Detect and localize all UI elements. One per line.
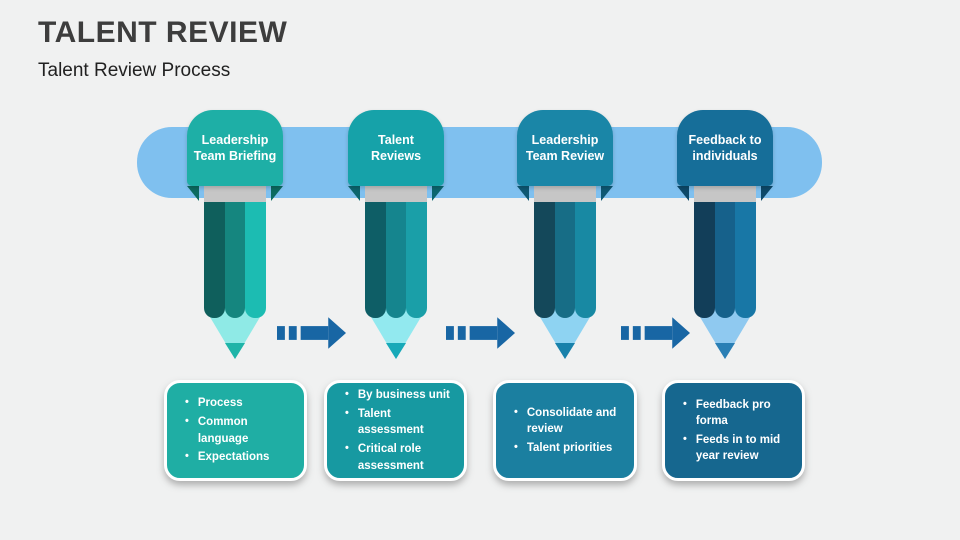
arrow-icon bbox=[621, 317, 690, 349]
step-detail-card: •By business unit •Talent assessment •Cr… bbox=[324, 380, 467, 481]
bullet-dot-icon: • bbox=[345, 442, 349, 455]
pencil-stripe bbox=[406, 202, 428, 318]
bullet-list: •Consolidate and review •Talent prioriti… bbox=[496, 398, 634, 462]
pencil-stripe bbox=[694, 202, 715, 318]
bullet-list: •Process •Common language •Expectations bbox=[167, 389, 304, 472]
pencil-stripe bbox=[224, 202, 246, 318]
bullet-list: •By business unit •Talent assessment •Cr… bbox=[327, 381, 464, 481]
pencil-stripe bbox=[385, 202, 407, 318]
pencil-stripe bbox=[245, 202, 267, 318]
arrow-icon bbox=[446, 317, 515, 349]
bullet-dot-icon: • bbox=[683, 397, 687, 410]
bullet-item: •Common language bbox=[185, 414, 298, 447]
bullet-item: •Feeds in to mid year review bbox=[683, 432, 796, 465]
bullet-dot-icon: • bbox=[185, 415, 189, 428]
pencil-graphic: Talent Reviews bbox=[348, 110, 444, 360]
pencil-ferrule bbox=[534, 186, 596, 202]
pencil-ferrule bbox=[694, 186, 756, 202]
pencil-body bbox=[534, 202, 597, 318]
cap-notch-right bbox=[761, 186, 773, 201]
bullet-item: •Consolidate and review bbox=[514, 405, 628, 438]
bullet-dot-icon: • bbox=[514, 440, 518, 453]
cap-notch-left bbox=[677, 186, 689, 201]
bullet-dot-icon: • bbox=[345, 407, 349, 420]
pencil-ferrule bbox=[204, 186, 266, 202]
bullet-dot-icon: • bbox=[185, 396, 189, 409]
pencil-body bbox=[365, 202, 428, 318]
pencil-ferrule bbox=[365, 186, 427, 202]
pencil-graphic: Leadership Team Briefing bbox=[187, 110, 283, 360]
bullet-item: •Critical role assessment bbox=[345, 441, 458, 474]
pencil-body bbox=[694, 202, 757, 318]
pencil-stripe bbox=[534, 202, 555, 318]
page-title: TALENT REVIEW bbox=[38, 16, 288, 49]
step-detail-card: •Consolidate and review •Talent prioriti… bbox=[493, 380, 637, 481]
bullet-item: •Talent priorities bbox=[514, 440, 628, 456]
step-label: Talent Reviews bbox=[348, 110, 444, 186]
page-subtitle: Talent Review Process bbox=[38, 60, 231, 81]
bullet-item: •Talent assessment bbox=[345, 406, 458, 439]
bullet-dot-icon: • bbox=[683, 432, 687, 445]
bullet-item: •Feedback pro forma bbox=[683, 397, 796, 430]
pencil-stripe bbox=[554, 202, 576, 318]
pencil-stripe bbox=[204, 202, 225, 318]
step-label: Leadership Team Review bbox=[517, 110, 613, 186]
bullet-dot-icon: • bbox=[345, 388, 349, 401]
pencil-body bbox=[204, 202, 267, 318]
bullet-dot-icon: • bbox=[185, 450, 189, 463]
bullet-item: •By business unit bbox=[345, 387, 458, 403]
bullet-item: •Expectations bbox=[185, 449, 298, 465]
step-detail-card: •Feedback pro forma •Feeds in to mid yea… bbox=[662, 380, 805, 481]
pencil-tip bbox=[715, 343, 735, 359]
bullet-item: •Process bbox=[185, 395, 298, 411]
pencil-graphic: Leadership Team Review bbox=[517, 110, 613, 360]
pencil-stripe bbox=[735, 202, 757, 318]
pencil-stripe bbox=[575, 202, 597, 318]
bullet-list: •Feedback pro forma •Feeds in to mid yea… bbox=[665, 390, 802, 471]
pencil-stripe bbox=[714, 202, 736, 318]
step-label: Feedback to individuals bbox=[677, 110, 773, 186]
bullet-dot-icon: • bbox=[514, 405, 518, 418]
step-label: Leadership Team Briefing bbox=[187, 110, 283, 186]
arrow-icon bbox=[277, 317, 346, 349]
pencil-graphic: Feedback to individuals bbox=[677, 110, 773, 360]
pencil-stripe bbox=[365, 202, 386, 318]
step-detail-card: •Process •Common language •Expectations bbox=[164, 380, 307, 481]
